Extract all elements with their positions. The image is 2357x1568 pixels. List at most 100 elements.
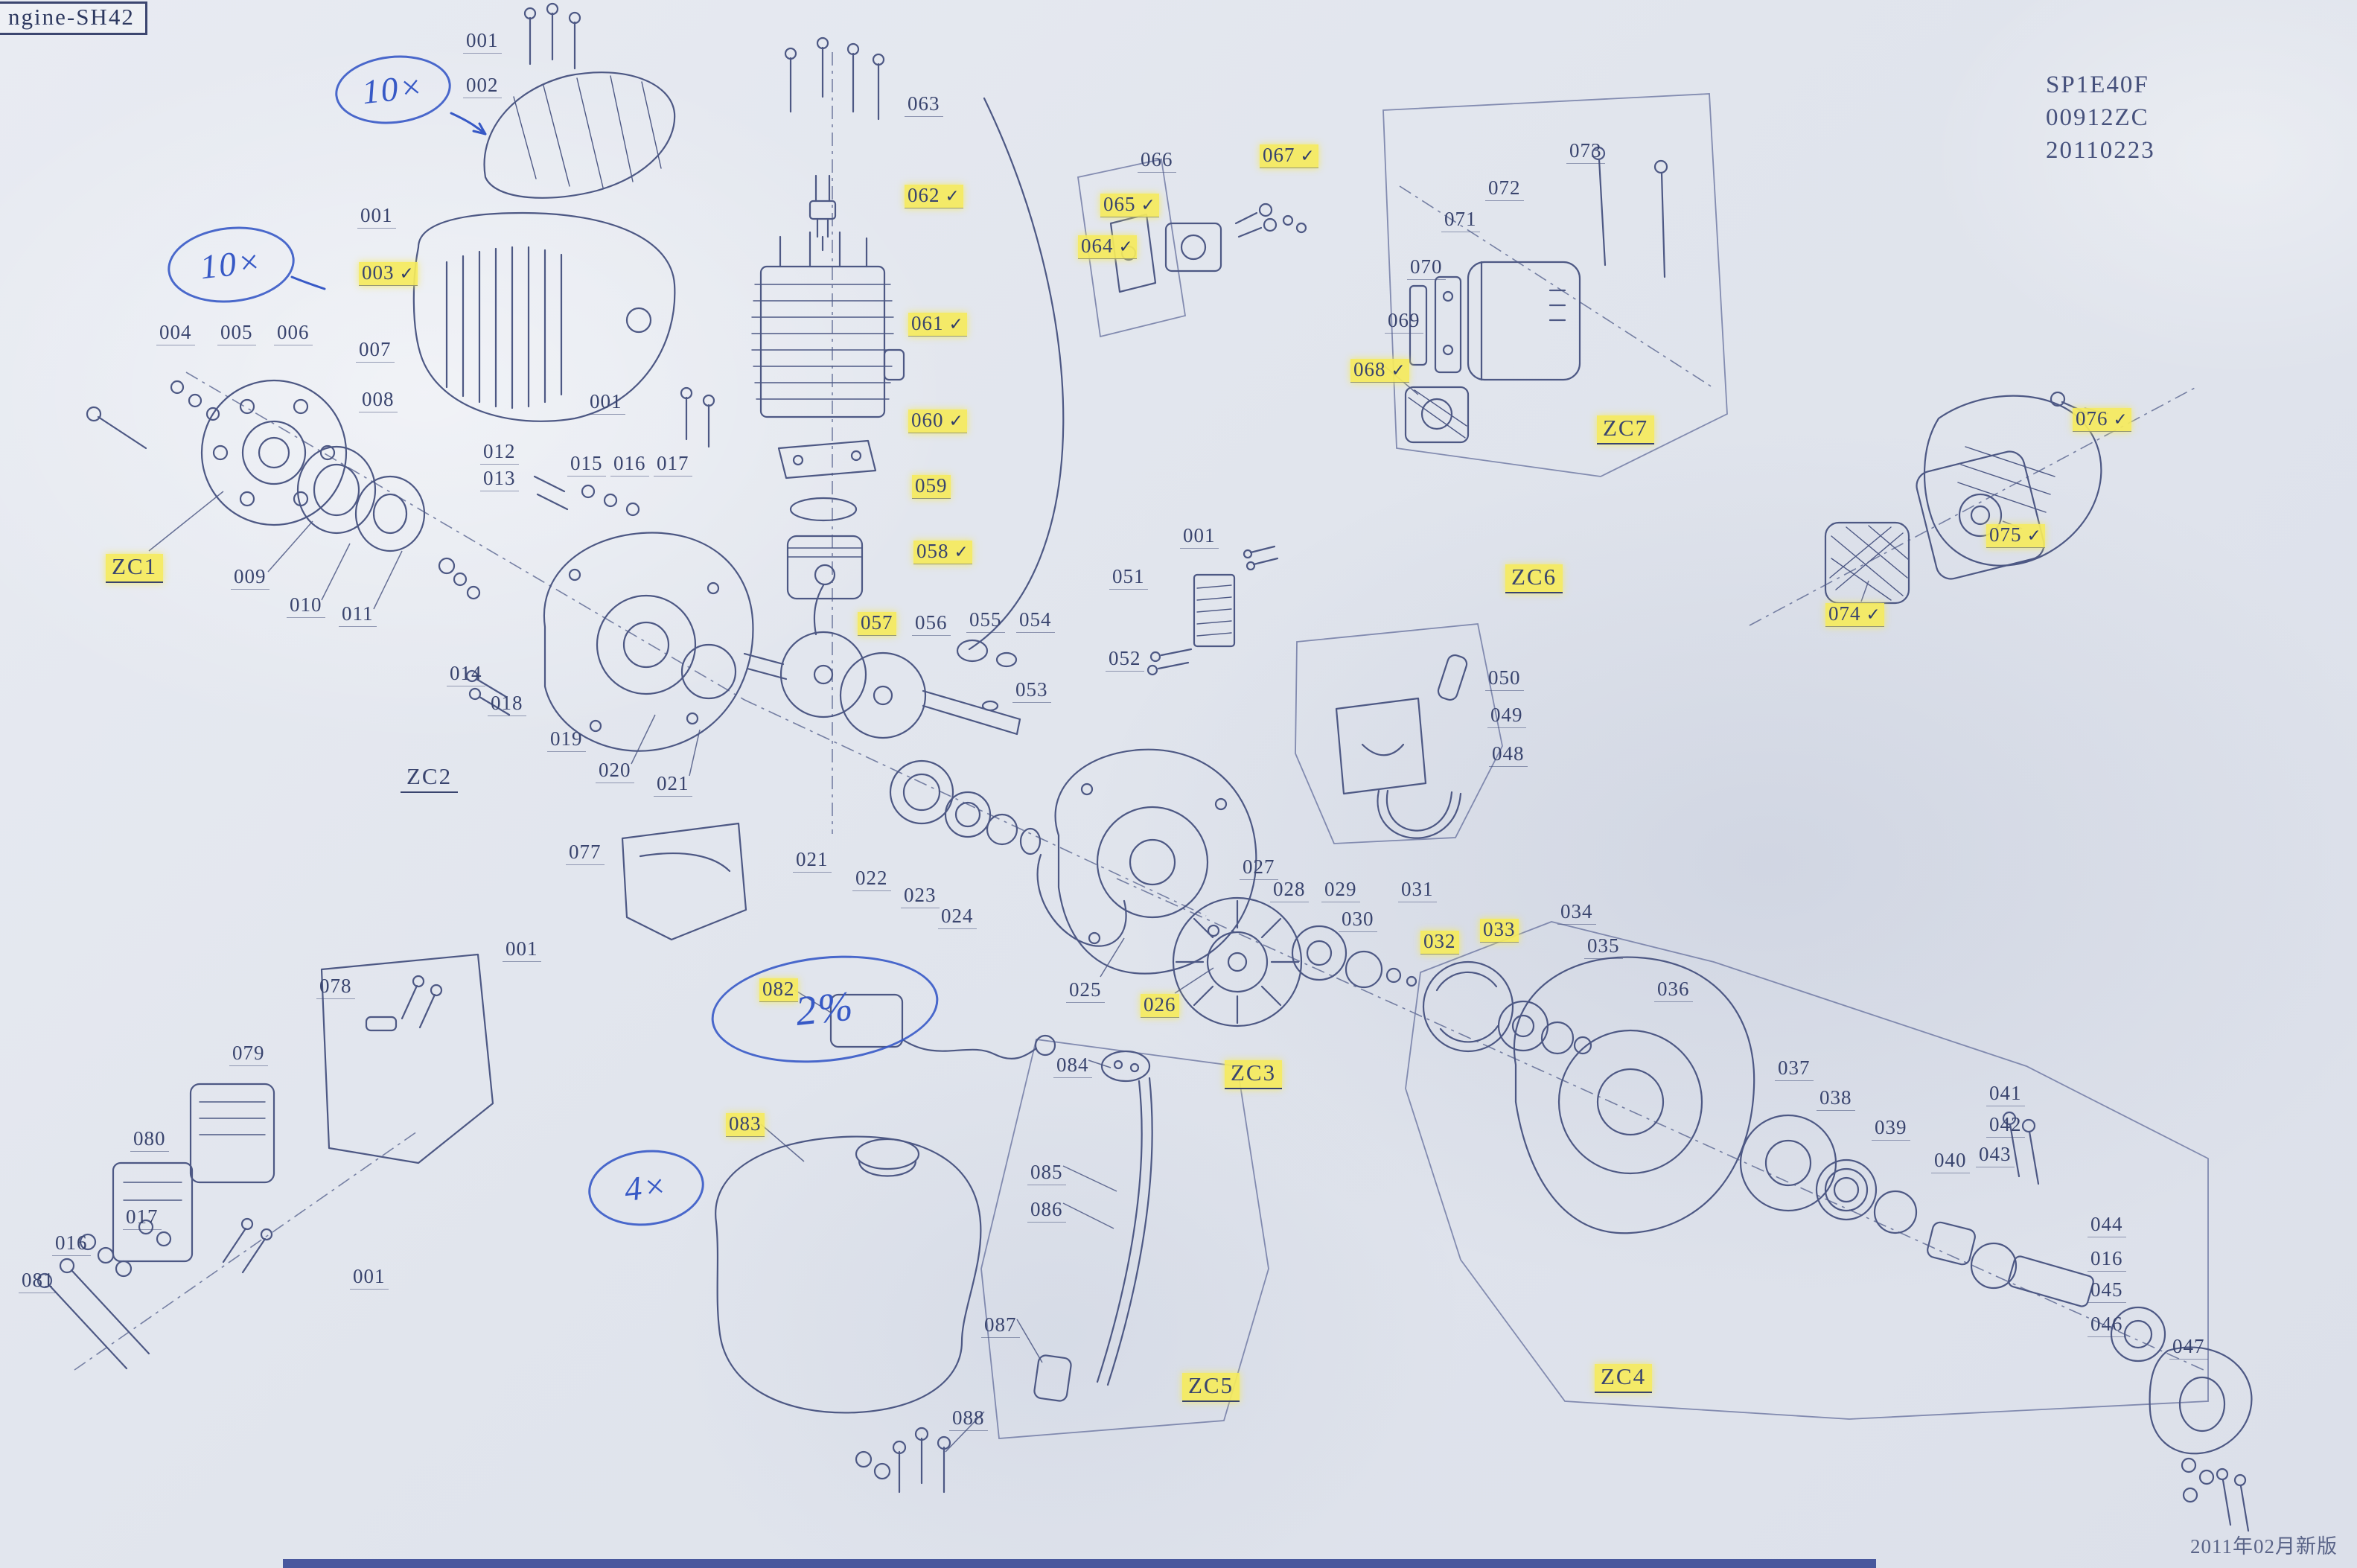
check-mark: ✓ xyxy=(945,187,960,206)
part-label-text: 051 xyxy=(1112,565,1145,587)
check-mark: ✓ xyxy=(954,543,969,562)
part-label-041: 041 xyxy=(1986,1083,2025,1106)
part-label-081: 081 xyxy=(19,1269,57,1293)
crankcase-left-sketch xyxy=(543,532,754,752)
check-mark: ✓ xyxy=(1300,147,1315,166)
part-label-052: 052 xyxy=(1106,648,1144,672)
part-label-text: 036 xyxy=(1657,978,1690,1000)
part-label-061: 061✓ xyxy=(908,313,967,337)
muffler-sketch xyxy=(1409,146,1668,381)
part-label-059: 059 xyxy=(912,475,951,499)
part-label-text: 017 xyxy=(657,452,689,474)
part-label-text: 017 xyxy=(126,1205,159,1228)
part-label-text: 024 xyxy=(941,905,974,927)
part-label-055: 055 xyxy=(966,609,1005,633)
part-label-text: 016 xyxy=(2090,1247,2123,1269)
check-mark: ✓ xyxy=(1866,605,1881,625)
part-label-075: 075✓ xyxy=(1986,524,2045,548)
part-label-021: 021 xyxy=(793,849,832,873)
part-label-007: 007 xyxy=(356,339,395,363)
part-label-006: 006 xyxy=(274,322,313,345)
zone-label-text: ZC2 xyxy=(406,763,453,789)
part-label-text: 020 xyxy=(599,759,631,781)
part-label-064: 064✓ xyxy=(1078,235,1137,259)
part-label-text: 085 xyxy=(1030,1161,1063,1183)
part-label-044: 044 xyxy=(2088,1214,2126,1237)
zone-label-ZC4: ZC4 xyxy=(1595,1364,1653,1393)
part-label-text: 027 xyxy=(1243,855,1275,878)
part-label-text: 062 xyxy=(908,184,940,206)
part-label-010: 010 xyxy=(287,594,325,618)
check-mark: ✓ xyxy=(399,264,415,284)
part-label-039: 039 xyxy=(1872,1117,1910,1141)
part-label-text: 080 xyxy=(133,1127,166,1150)
part-label-071: 071 xyxy=(1441,208,1480,232)
zone-label-text: ZC3 xyxy=(1231,1059,1277,1086)
part-label-013: 013 xyxy=(480,468,519,491)
zone-label-ZC7: ZC7 xyxy=(1597,415,1655,444)
part-label-016: 016 xyxy=(610,453,649,477)
part-label-036: 036 xyxy=(1654,978,1693,1002)
part-label-028: 028 xyxy=(1270,879,1309,902)
part-label-text: 044 xyxy=(2090,1213,2123,1235)
part-label-text: 073 xyxy=(1569,139,1602,162)
part-label-035: 035 xyxy=(1584,935,1623,959)
part-label-029: 029 xyxy=(1321,879,1360,902)
part-label-text: 069 xyxy=(1388,309,1420,331)
part-label-text: 014 xyxy=(450,662,482,684)
part-label-text: 061 xyxy=(911,312,944,334)
code-date: 20110223 xyxy=(2046,137,2155,165)
leader-lines xyxy=(148,366,2109,1453)
part-label-017: 017 xyxy=(123,1206,162,1230)
part-label-082: 082 xyxy=(759,978,798,1002)
part-label-033: 033 xyxy=(1480,919,1519,943)
check-mark: ✓ xyxy=(1391,361,1406,380)
zone-outlines xyxy=(980,93,2209,1439)
part-label-text: 082 xyxy=(762,978,795,1000)
zone-label-ZC3: ZC3 xyxy=(1225,1059,1283,1089)
part-label-text: 022 xyxy=(855,867,888,889)
part-label-text: 055 xyxy=(969,608,1002,631)
part-label-text: 007 xyxy=(359,338,392,360)
part-label-016: 016 xyxy=(52,1232,91,1256)
part-label-047: 047 xyxy=(2169,1336,2208,1360)
zone-label-ZC1: ZC1 xyxy=(106,554,164,583)
part-label-022: 022 xyxy=(852,867,891,891)
part-label-text: 015 xyxy=(570,452,603,474)
part-label-069: 069 xyxy=(1385,310,1423,334)
check-mark: ✓ xyxy=(948,315,964,334)
part-label-text: 040 xyxy=(1934,1149,1967,1171)
part-label-text: 067 xyxy=(1263,144,1295,166)
air-filter-sketch xyxy=(1824,391,2102,605)
part-label-058: 058✓ xyxy=(913,541,972,564)
part-label-text: 001 xyxy=(505,937,538,960)
part-label-text: 071 xyxy=(1444,208,1477,230)
part-label-078: 078 xyxy=(316,975,355,999)
title-box: ngine-SH42 xyxy=(0,1,147,35)
part-label-003: 003✓ xyxy=(359,262,418,286)
part-label-text: 072 xyxy=(1488,176,1521,199)
part-label-024: 024 xyxy=(938,905,977,929)
part-label-text: 009 xyxy=(234,565,267,587)
part-label-text: 001 xyxy=(360,204,393,226)
part-label-text: 032 xyxy=(1423,930,1456,952)
part-label-002: 002 xyxy=(463,74,502,98)
part-label-text: 060 xyxy=(911,409,944,431)
part-label-009: 009 xyxy=(231,566,269,590)
part-label-text: 086 xyxy=(1030,1198,1063,1220)
part-label-016: 016 xyxy=(2088,1248,2126,1272)
carburetor-sketch xyxy=(1109,203,1470,676)
part-label-043: 043 xyxy=(1976,1144,2015,1167)
pen-strokes xyxy=(290,112,487,290)
part-label-087: 087 xyxy=(981,1314,1020,1338)
cylinder-piston-sketch xyxy=(743,36,1127,947)
part-label-text: 087 xyxy=(984,1313,1017,1336)
part-label-text: 026 xyxy=(1144,993,1176,1016)
document-codes: SP1E40F 00912ZC 20110223 xyxy=(2046,68,2155,168)
throttle-bracket-sketch xyxy=(1335,654,1468,839)
part-label-042: 042 xyxy=(1986,1114,2025,1138)
part-label-text: 001 xyxy=(466,29,499,51)
part-label-text: 016 xyxy=(613,452,646,474)
part-label-011: 011 xyxy=(339,603,377,627)
part-label-074: 074✓ xyxy=(1825,603,1884,627)
